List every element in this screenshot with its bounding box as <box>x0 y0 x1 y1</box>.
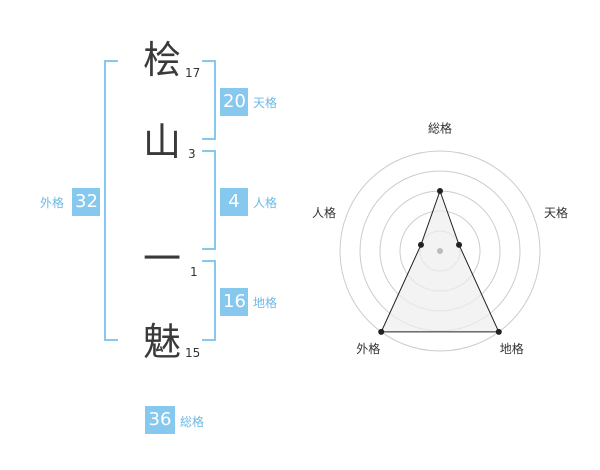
chikaku-label: 地格 <box>253 296 278 310</box>
soukaku-label: 総格 <box>180 415 205 429</box>
stroke-count-1: 17 <box>185 66 201 80</box>
name-char-1: 桧 <box>142 38 181 82</box>
gaikaku-bracket <box>104 60 118 341</box>
stroke-count-4: 15 <box>185 346 201 360</box>
name-char-3: 一 <box>142 237 181 281</box>
radar-data-polygon <box>380 189 500 333</box>
tenkaku-badge: 20 <box>220 88 248 116</box>
radar-data-point <box>378 328 385 335</box>
soukaku-badge: 36 <box>145 406 175 434</box>
chikaku-bracket <box>202 260 216 341</box>
jinkaku-label: 人格 <box>253 196 278 210</box>
radar-center-dot <box>437 248 443 254</box>
radar-axis-label: 人格 <box>312 205 336 220</box>
stroke-count-2: 3 <box>188 147 196 161</box>
radar-data-point <box>437 188 443 194</box>
tenkaku-label: 天格 <box>253 96 278 110</box>
gaikaku-badge: 32 <box>72 188 100 216</box>
name-char-4: 魅 <box>142 320 181 364</box>
radar-axis-label: 外格 <box>356 341 380 356</box>
jinkaku-badge: 4 <box>220 188 248 216</box>
radar-data-point <box>417 241 424 248</box>
chikaku-badge: 16 <box>220 288 248 316</box>
radar-data-point <box>456 241 463 248</box>
jinkaku-bracket <box>202 150 216 250</box>
name-char-2: 山 <box>142 120 181 164</box>
tenkaku-bracket <box>202 60 216 140</box>
radar-grid-ring <box>339 150 541 352</box>
gaikaku-label: 外格 <box>40 196 65 210</box>
stroke-count-3: 1 <box>190 265 198 279</box>
radar-axis-label: 総格 <box>428 121 452 136</box>
radar-data-point <box>495 328 502 335</box>
radar-axis-label: 地格 <box>500 341 524 356</box>
radar-axis-label: 天格 <box>544 205 568 220</box>
